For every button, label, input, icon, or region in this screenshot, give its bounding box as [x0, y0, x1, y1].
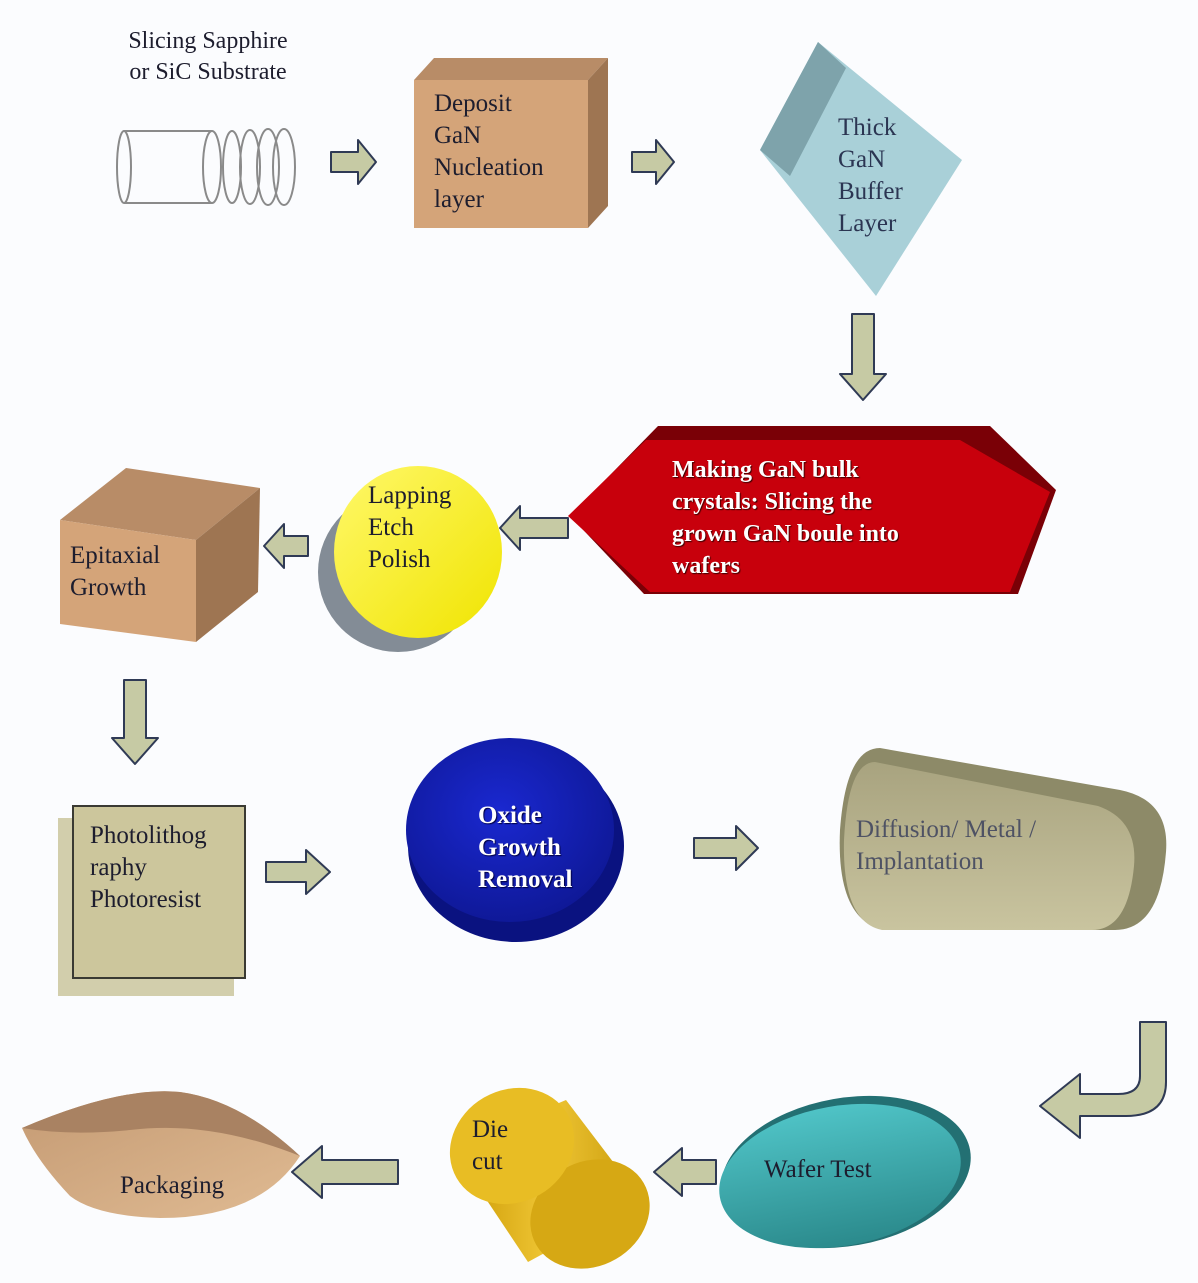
- oxide-label: Oxide Growth Removal: [478, 800, 572, 896]
- bulk-crystal-label-line: wafers: [672, 553, 740, 579]
- lapping-disk-shape: [318, 466, 502, 652]
- oxide-label-line: Removal: [478, 866, 573, 893]
- substrate-cylinder-shape: [116, 128, 296, 206]
- epitaxial-box-shape: [60, 468, 260, 642]
- packaging-label-line: Packaging: [120, 1172, 225, 1199]
- diffusion-capsule-shape: [839, 748, 1167, 930]
- photolithography-label-line: Photoresist: [90, 886, 202, 913]
- arrow-down-2-icon: [111, 679, 159, 765]
- die-cut-label-line: Die: [472, 1116, 509, 1143]
- die-cut-cylinder-shape: [449, 1087, 650, 1269]
- arrow-left-4-icon: [291, 1145, 399, 1199]
- epitaxial-label: Epitaxial Growth: [70, 540, 160, 604]
- lapping-label-line: Lapping: [368, 482, 452, 509]
- slicing-label: Slicing Sapphire or SiC Substrate: [108, 26, 308, 88]
- diffusion-label-line: Implantation: [856, 848, 984, 875]
- wafer-test-label-line: Wafer Test: [764, 1156, 872, 1183]
- buffer-label-line: Thick: [838, 114, 897, 141]
- lapping-label-line: Polish: [368, 546, 431, 573]
- slicing-label-line: Slicing Sapphire: [128, 28, 288, 54]
- oxide-label-line: Oxide: [478, 802, 542, 829]
- die-cut-label: Die cut: [472, 1114, 508, 1178]
- wafer-test-ellipse-shape: [719, 1095, 971, 1249]
- deposit-label-line: layer: [434, 186, 484, 213]
- slicing-label-line: or SiC Substrate: [129, 59, 287, 85]
- bulk-crystal-label-line: grown GaN boule into: [672, 521, 899, 547]
- oxide-label-line: Growth: [478, 834, 561, 861]
- deposit-label-line: GaN: [434, 122, 482, 149]
- packaging-label: Packaging: [120, 1170, 224, 1202]
- buffer-diamond-shape: [760, 42, 962, 296]
- arrow-right-2-icon: [631, 139, 675, 185]
- packaging-pillow-shape: [22, 1091, 300, 1218]
- arrow-left-3-icon: [653, 1147, 717, 1197]
- arrow-down-1-icon: [839, 313, 887, 401]
- diffusion-label-line: Diffusion/ Metal /: [856, 816, 1037, 843]
- buffer-label-line: Buffer: [838, 178, 903, 205]
- arrow-right-1-icon: [330, 139, 377, 185]
- bulk-crystal-label-line: crystals: Slicing the: [672, 489, 872, 515]
- arrow-right-3-icon: [265, 849, 331, 895]
- buffer-label: Thick GaN Buffer Layer: [838, 112, 903, 240]
- deposit-box-shape: [414, 58, 608, 228]
- diffusion-label: Diffusion/ Metal / Implantation: [856, 814, 1036, 878]
- photolithography-label: Photolithog raphy Photoresist: [90, 820, 207, 916]
- bulk-crystal-label: Making GaN bulk crystals: Slicing the gr…: [672, 454, 899, 582]
- wafer-test-label: Wafer Test: [764, 1154, 872, 1186]
- deposit-label: Deposit GaN Nucleation layer: [434, 88, 544, 216]
- buffer-label-line: Layer: [838, 210, 897, 237]
- arrow-right-4-icon: [693, 825, 759, 871]
- bulk-crystal-hexagon-shape: [568, 426, 1056, 594]
- photolithography-label-line: raphy: [90, 854, 147, 881]
- lapping-label: Lapping Etch Polish: [368, 480, 451, 576]
- arrow-left-2-icon: [263, 523, 309, 569]
- arrow-curved-down-left-icon: [1039, 1021, 1167, 1139]
- oxide-disk-shape: [406, 738, 624, 942]
- deposit-label-line: Nucleation: [434, 154, 544, 181]
- lapping-label-line: Etch: [368, 514, 414, 541]
- arrow-left-1-icon: [499, 505, 569, 551]
- buffer-label-line: GaN: [838, 146, 886, 173]
- photolithography-square-shape: [58, 805, 246, 996]
- epitaxial-label-line: Growth: [70, 574, 147, 601]
- bulk-crystal-label-line: Making GaN bulk: [672, 457, 859, 483]
- epitaxial-label-line: Epitaxial: [70, 542, 161, 569]
- die-cut-label-line: cut: [472, 1148, 503, 1175]
- photolithography-label-line: Photolithog: [90, 822, 207, 849]
- deposit-label-line: Deposit: [434, 90, 512, 117]
